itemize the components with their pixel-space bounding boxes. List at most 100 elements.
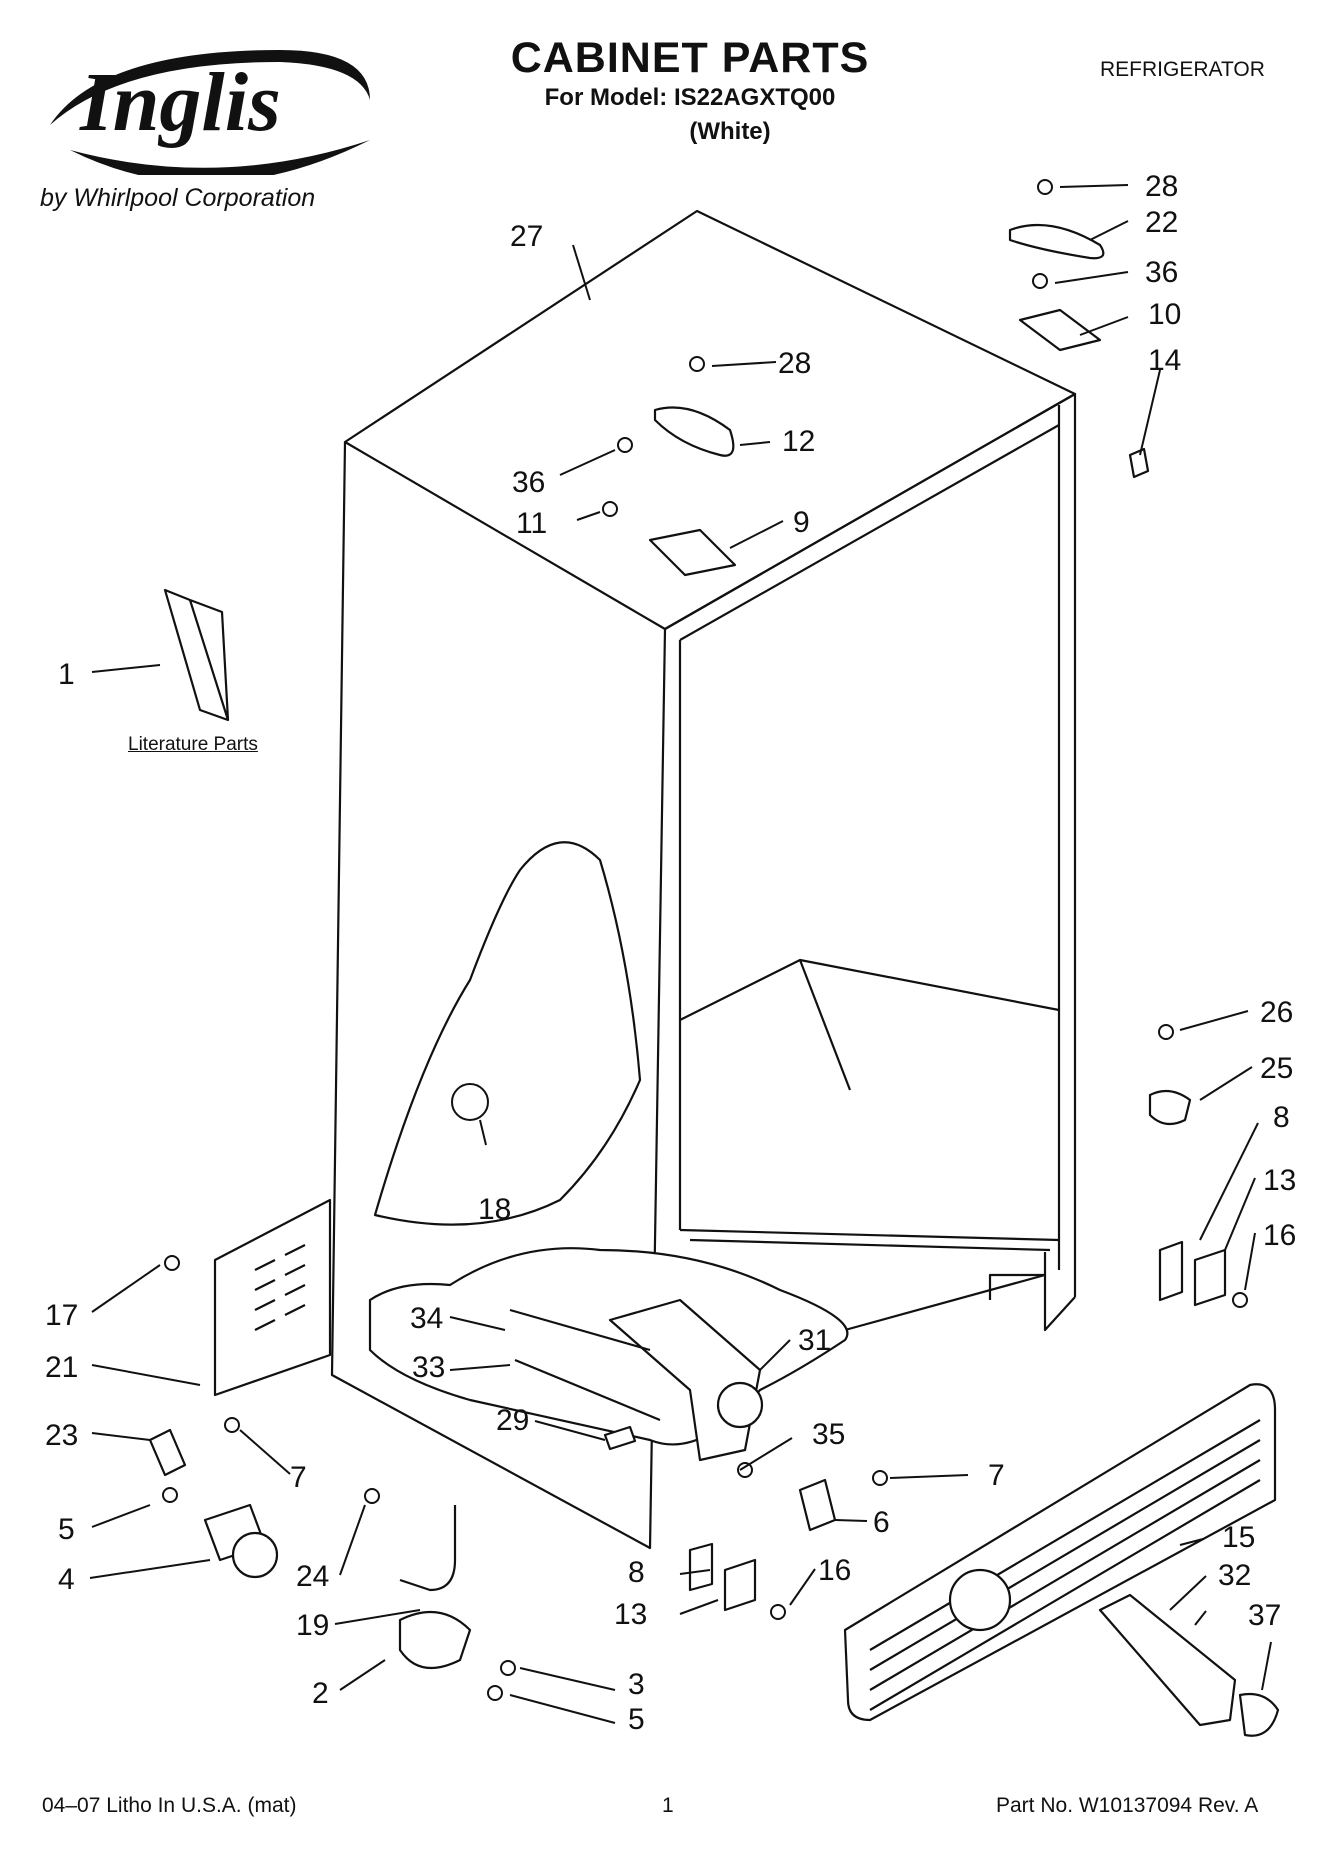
callout-19: 19 [296,1609,329,1642]
model-line: For Model: IS22AGXTQ00 [544,84,836,111]
hinge-pin-icon [1128,447,1150,479]
screw-icon [364,1488,380,1504]
rear-access-panel [213,1198,332,1397]
callout-32: 32 [1218,1559,1251,1592]
callout-7: 7 [988,1459,1005,1492]
hinge-shim-icon [1193,1248,1227,1307]
callout-37: 37 [1248,1599,1281,1632]
footer-part-number: Part No. W10137094 Rev. A [996,1794,1259,1817]
callout-16: 16 [818,1554,851,1587]
callout-2: 2 [312,1677,329,1710]
callout-4: 4 [58,1563,75,1596]
callout-34: 34 [410,1302,443,1335]
callout-3: 3 [628,1668,645,1701]
footer-print-info: 04–07 Litho In U.S.A. (mat) [42,1794,297,1817]
screw-icon [770,1604,786,1620]
base-grille-slats [869,1419,1261,1711]
callout-13: 13 [1263,1164,1296,1197]
tube-clip-icon [603,1425,637,1451]
leveling-leg-icon [398,1610,472,1670]
callout-5: 5 [628,1703,645,1736]
callout-16: 16 [1263,1219,1296,1252]
cutaway-upper [373,841,642,1226]
water-tube-icon [509,1308,661,1422]
callout-5: 5 [58,1513,75,1546]
screw-icon [689,356,705,372]
callout-8: 8 [1273,1101,1290,1134]
callout-33: 33 [412,1351,445,1384]
screw-icon [737,1462,753,1478]
hinge-pin-bracket-icon [723,1558,757,1612]
callout-17: 17 [45,1299,78,1332]
screw-icon [1232,1292,1248,1308]
screw-icon [500,1660,516,1676]
callout-25: 25 [1260,1052,1293,1085]
filter-cap-icon [1238,1692,1280,1737]
screw-icon [602,501,618,517]
callout-7: 7 [290,1461,307,1494]
screw-icon [164,1255,180,1271]
brand-byline: by Whirlpool Corporation [40,184,316,212]
literature-parts-label: Literature Parts [128,734,258,755]
callout-12: 12 [782,425,815,458]
callout-11: 11 [516,507,547,540]
bracket-clip-icon [798,1478,837,1532]
callout-22: 22 [1145,206,1178,239]
top-hinge-left-icon [648,528,737,577]
roller-assembly-icon [148,1428,187,1477]
brand-wordmark: Inglis [79,56,281,149]
callout-27: 27 [510,220,543,253]
literature-pack-icon [163,588,230,722]
top-hinge-cover-left-icon [653,406,735,457]
callout-14: 14 [1148,344,1181,377]
callout-1: 1 [58,658,75,691]
base-grille-icon [843,1383,1277,1722]
grille-filter-opening-icon [948,1568,1012,1632]
screw-icon [162,1487,178,1503]
callout-28: 28 [1145,170,1178,203]
callout-9: 9 [793,506,810,539]
bottom-hinge-icon [1148,1089,1192,1126]
screw-icon [1158,1024,1174,1040]
page-title: CABINET PARTS [510,34,870,82]
callout-numbers: 1 2 3 4 5 5 6 7 7 8 8 9 10 11 12 13 13 1… [45,170,1296,1736]
filter-port-icon [716,1381,764,1429]
screw-icon [617,437,633,453]
water-filter-icon [1098,1593,1237,1727]
callout-35: 35 [812,1418,845,1451]
callout-36: 36 [1145,256,1178,289]
footer-page-number: 1 [662,1794,674,1817]
hinge-plate-icon [688,1542,714,1592]
screw-icon [224,1417,240,1433]
callout-26: 26 [1260,996,1293,1029]
top-hinge-cover-right-icon [1008,223,1105,260]
product-category: REFRIGERATOR [1100,58,1265,81]
cutaway-lower [368,1247,849,1446]
roller-wheel-icon [231,1531,279,1579]
callout-13: 13 [614,1598,647,1631]
callout-8: 8 [628,1556,645,1589]
screw-icon [1032,273,1048,289]
callout-10: 10 [1148,298,1181,331]
callout-29: 29 [496,1404,529,1437]
water-line-icon [399,1505,457,1592]
top-hinge-right-icon [1018,308,1102,352]
callout-31: 31 [798,1324,831,1357]
screw-icon [487,1685,503,1701]
hinge-bracket-icon [1158,1240,1184,1302]
color-line: (White) [689,118,771,145]
callout-21: 21 [45,1351,78,1384]
brand-logo: Inglis [40,30,380,183]
callout-15: 15 [1222,1521,1255,1554]
callout-28: 28 [778,347,811,380]
screw-icon [872,1470,888,1486]
callout-36: 36 [512,466,545,499]
callout-18: 18 [478,1193,511,1226]
screw-icon [1037,179,1053,195]
leader-lines [89,184,1272,1724]
callout-24: 24 [296,1560,329,1593]
callout-23: 23 [45,1419,78,1452]
callout-6: 6 [873,1506,890,1539]
inglis-logo-icon: Inglis [50,50,370,183]
